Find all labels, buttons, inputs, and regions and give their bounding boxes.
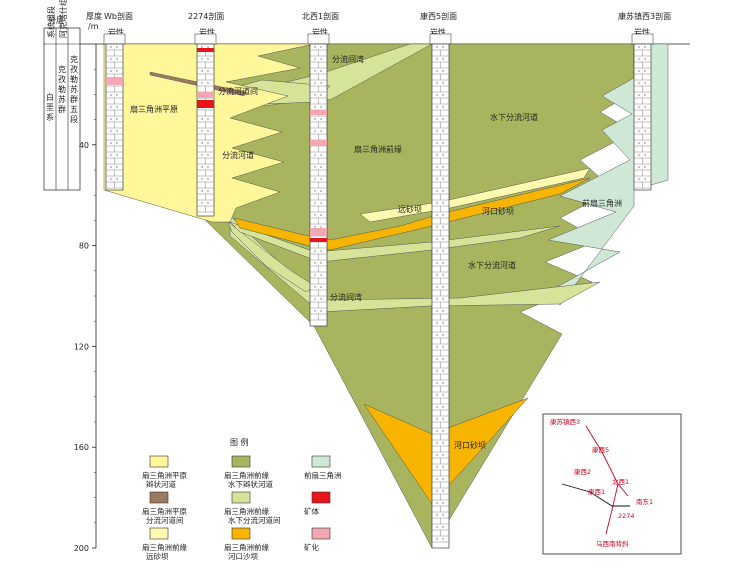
map-label-ksz3: 康苏镇西3 (550, 417, 580, 426)
depth-tick-label-0: 40 (79, 141, 89, 150)
legend-sublabel-4: 水下分流河道间 (228, 515, 281, 525)
lith-header-2274 (194, 33, 217, 45)
header-depth-unit: /m (88, 22, 99, 31)
legend-sublabel-3: 分流河道间 (146, 515, 184, 525)
ore-body-bx1-a (310, 238, 327, 242)
label-underwater-channel-lower: 水下分流河道 (468, 260, 516, 270)
lith-label-2274: 岩性 (199, 27, 215, 37)
legend-swatch-8 (311, 527, 331, 540)
strat-col-head-1: 系统组段 (46, 6, 56, 38)
depth-tick-label-1: 80 (79, 242, 89, 251)
legend-label-0: 扇三角洲平原 (142, 470, 187, 480)
ore-body-2274-a (197, 100, 214, 108)
strat-formation: 克孜勒苏群五段 (70, 55, 78, 124)
section-title-2274: 2274剖面 (188, 11, 224, 21)
legend-swatch-6 (149, 527, 169, 540)
map-label-2274: 2274 (618, 512, 635, 520)
legend-swatch-5 (311, 491, 331, 504)
interbay-lower-tongue-2 (227, 221, 316, 293)
depth-tick-label-2: 120 (74, 342, 89, 351)
label-fan-front: 扇三角洲前缘 (354, 144, 402, 154)
interbay-lower-tongue-1 (229, 215, 601, 313)
label-interchannel-top: 分流河道间 (218, 86, 258, 96)
lith-column-2274 (196, 43, 215, 217)
lithology-columns (103, 33, 654, 549)
legend-swatch-0 (149, 455, 169, 468)
legend-sublabel-0: 辫状河道 (146, 479, 176, 489)
legend-label-8: 矿化 (304, 542, 319, 552)
inset-line-section (561, 483, 630, 507)
mineralized-bx1-b (310, 140, 327, 146)
legend-label-3: 扇三角洲平原 (142, 506, 187, 516)
legend-sublabel-7: 河口沙坝 (228, 552, 258, 561)
strat-table (43, 27, 81, 191)
mineralized-wb-a (106, 77, 123, 85)
legend: 扇三角洲平原辫状河道扇三角洲前缘水下辫状河道前扇三角洲扇三角洲平原分流河道间扇三… (142, 455, 342, 561)
header-depth-label: 厚度 (86, 11, 102, 21)
legend-sublabel-6: 远砂坝 (146, 551, 169, 561)
lith-label-ksz3: 岩性 (634, 27, 650, 37)
section-title-kx5: 康西5剖面 (420, 11, 457, 21)
legend-sublabel-1: 水下辫状河道 (228, 479, 273, 489)
depth-tick-label-4: 200 (74, 544, 89, 553)
map-label-kx5: 康西5 (592, 445, 609, 454)
legend-label-2: 前扇三角洲 (304, 470, 342, 480)
legend-swatch-7 (231, 527, 251, 540)
inset-map (542, 413, 682, 555)
label-mouth-bar-lower: 河口砂坝 (454, 440, 486, 450)
inset-line-north (585, 425, 629, 497)
map-label-kx2: 康西2 (574, 467, 591, 476)
label-interbay-lower: 分流间湾 (330, 292, 362, 302)
section-title-wb: Wb剖面 (104, 11, 133, 21)
label-distal-bar: 远砂坝 (398, 204, 422, 214)
header-strat-label: 分层 (48, 16, 64, 25)
strat-col-head-2: 阿克塔什组 (58, 0, 68, 38)
legend-swatch-2 (311, 455, 331, 468)
section-title-ksz3: 康苏镇西3剖面 (618, 11, 671, 21)
strat-system: 白垩系 (46, 92, 54, 122)
mineralized-bx1-a (310, 110, 327, 115)
legend-swatch-3 (149, 491, 169, 504)
lith-column-ksz3 (633, 43, 652, 191)
legend-swatch-4 (231, 491, 251, 504)
map-label-bx1: 北西1 (612, 478, 629, 486)
legend-label-4: 扇三角洲前缘 (224, 506, 269, 516)
map-label-wxnzx: 乌西南背斜 (596, 539, 629, 548)
depth-tick-label-3: 160 (74, 443, 89, 452)
map-label-kx1: 康西1 (588, 487, 605, 496)
legend-label-6: 扇三角洲前缘 (142, 542, 187, 552)
mineralized-2274-a (197, 92, 214, 98)
strat-system-cell: 白垩系 (46, 92, 54, 122)
label-distributary-channel: 分流河道 (222, 150, 254, 160)
ore-body-2274-b (197, 48, 214, 52)
lith-label-wb: 岩性 (108, 27, 124, 37)
lith-header-bx1 (307, 33, 330, 45)
label-interbay-top: 分流间湾 (332, 54, 364, 64)
legend-label-5: 矿体 (304, 506, 319, 516)
legend-swatch-1 (231, 455, 251, 468)
lith-label-bx1: 岩性 (312, 27, 328, 37)
legend-title: 图 例 (230, 437, 249, 447)
inset-line-south (605, 483, 619, 535)
strat-group: 克孜勒苏群 (58, 65, 66, 114)
label-fan-plain: 扇三角洲平原 (130, 104, 178, 114)
depth-ticks: 40 80 120 160 200 (74, 68, 96, 553)
mineralized-bx1-c (310, 228, 327, 236)
section-title-bx1: 北西1剖面 (302, 11, 339, 21)
legend-label-1: 扇三角洲前缘 (224, 470, 269, 480)
map-label-nd1: 南东1 (636, 497, 653, 506)
lith-label-kx5: 岩性 (430, 27, 446, 37)
lith-header-wb (103, 33, 126, 45)
lith-header-ksz3 (631, 33, 654, 45)
label-mouth-bar-upper: 河口砂坝 (482, 206, 514, 216)
legend-label-7: 扇三角洲前缘 (224, 542, 269, 552)
label-prodelta: 前扇三角洲 (582, 198, 622, 208)
label-underwater-channel-upper: 水下分流河道 (490, 112, 538, 122)
lith-header-kx5 (429, 33, 452, 45)
